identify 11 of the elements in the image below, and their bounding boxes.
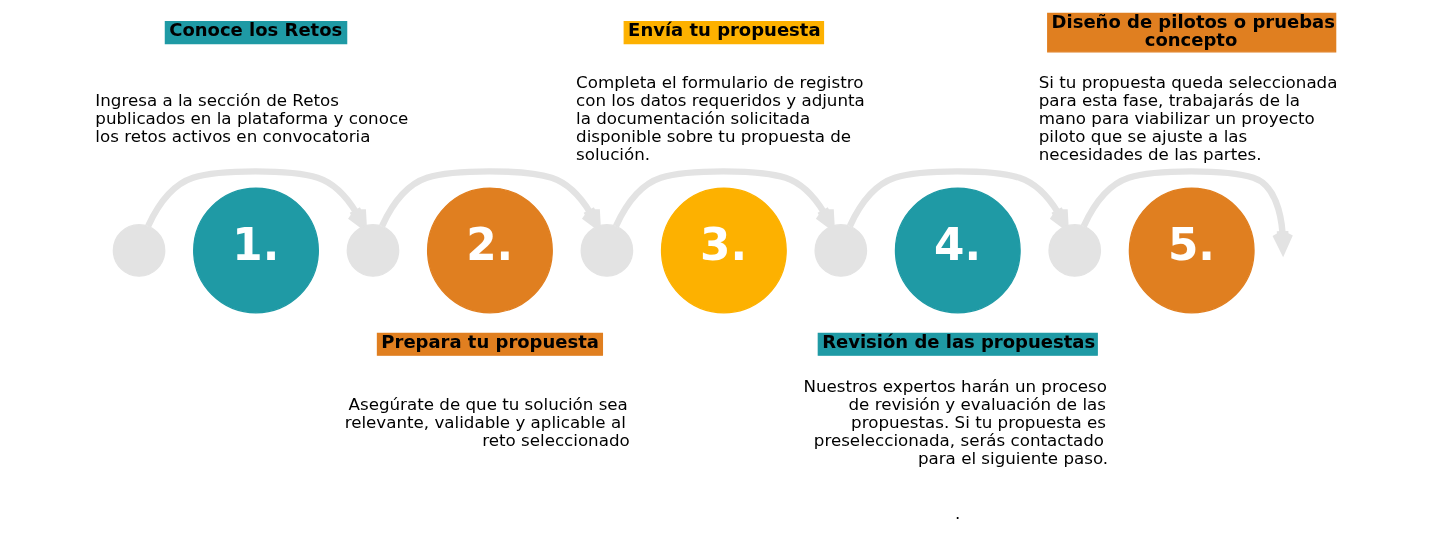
node-label: Ingresa a la sección de Retos publicados en la plataforma y conoce los retos activos en convocatoria: [95, 90, 409, 147]
node-label: Asegúrate de que tu solución sea relevante, validable y aplicable al reto seleccionado: [344, 393, 630, 450]
node-label: Completa el formulario de registro con los datos requeridos y adjunta la documentación solicitada disponible sobre tu propuesta de solución.: [576, 72, 865, 165]
node-label: Revisión de las propuestas: [822, 330, 1096, 352]
node-label: Prepara tu propuesta: [381, 330, 599, 352]
node-label: Conoce los Retos: [169, 19, 343, 41]
label: .: [955, 502, 961, 523]
node-label: Envía tu propuesta: [628, 19, 821, 41]
node-label: Si tu propuesta queda seleccionada para esta fase, trabajarás de la mano para viabilizar un proyecto piloto que se ajuste a las necesidades de las partes.: [1038, 72, 1338, 165]
node-label: Nuestros expertos harán un proceso de revisión y evaluación de las propuestas. Si tu propuesta es preseleccionada, serás contactado para el siguiente paso.: [803, 375, 1109, 468]
node-label: Diseño de pilotos o pruebas concepto: [1051, 10, 1335, 50]
